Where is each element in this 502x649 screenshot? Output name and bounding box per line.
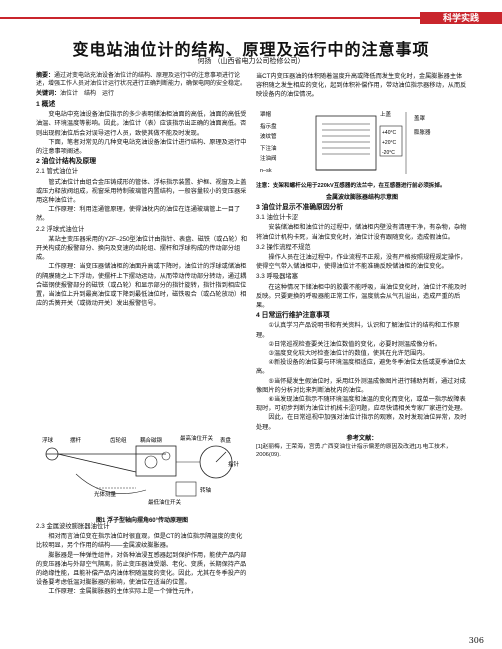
fig1-label-alarm: 最高油位开关 bbox=[180, 434, 214, 442]
fig1-label-gear: 齿轮组 bbox=[110, 436, 127, 444]
right-column-lower: 3 油位计显示不准确原因分析 3.1 油位计卡涩 安装储油柜和油位计的过程中，储… bbox=[256, 202, 468, 459]
fig2-label-t1: +40°C bbox=[382, 130, 396, 136]
fig1-label-minlevel: 最低油位开关 bbox=[148, 498, 182, 506]
fig1-label-pointer: 指针 bbox=[228, 460, 240, 468]
keywords-text: 油位计 结构 运行 bbox=[60, 90, 115, 97]
fig1-label-coupling: 耦合磁钢 bbox=[140, 436, 163, 444]
paragraph: 安装储油柜和油位计的过程中，储油柜内壁没有清理干净，有杂物，杂物将油位计机构卡死… bbox=[256, 224, 467, 241]
subsection-heading: 2.3 金属波纹膨胀器油位计 bbox=[36, 523, 110, 530]
list-item: ⑤当怀疑发生假油位时，采用红外测温成像图片进行辅助判断，通过对成像图片的分析对比… bbox=[256, 377, 466, 394]
abstract-label: 摘要： bbox=[36, 73, 55, 79]
left-column: 摘要：通过对变电站充油设备油位计的结构、原理及运行中的注意事项进行论述，增强工作… bbox=[36, 72, 248, 308]
fig2-label-bellows: 波纹管 bbox=[260, 132, 277, 140]
abstract-text: 通过对变电站充油设备油位计的结构、原理及运行中的注意事项进行论述，增强工作人员对… bbox=[36, 73, 247, 88]
fig2-label-low: 下注油 bbox=[260, 144, 277, 152]
paragraph: 工作原理：金属膨胀器的主体实际上是一个弹性元件， bbox=[48, 588, 197, 596]
list-item: ①认真学习产品说明书和有关资料，认识和了解油位计的结构和工作原理。 bbox=[256, 322, 460, 339]
figure-2-caption: 金属波纹膨胀器结构示意图 bbox=[325, 195, 398, 202]
article-title: 变电站油位计的结构、原理及运行中的注意事项 bbox=[72, 40, 430, 59]
subsection-heading: 3.3 呼吸器堵塞 bbox=[256, 273, 298, 281]
list-item: ③温度变化较大时检查油位计的数值，使其在允许范围内。 bbox=[268, 350, 429, 358]
article-authors: 何扬 （山西省电力公司检修公司） bbox=[197, 58, 305, 65]
reference-item: [1]赵丽梅，王荣海，宫勇.广西变油位计指示偏差的原因及改进[J].电工技术，2… bbox=[256, 444, 452, 459]
paragraph: 管式油位计由组合金压铸成形的管体、浮标指示装置、护框、视窗及上盖或压力释放阀组成… bbox=[36, 178, 247, 205]
paragraph: 当CT内变压器油的体积随着温度升高或降低而发生变化时，金属膨胀器主体容积随之发生… bbox=[256, 73, 467, 99]
figure-1-caption: 图1 浮子型轴向摆角60°传动原理图 bbox=[95, 518, 189, 524]
figure-2: 罩帽 上盖 盖罩 指示盘 波纹管 膨胀器 下注油 注油阀 n–sk +40°C … bbox=[256, 110, 468, 201]
figure-1: 浮球 摆杆 齿轮组 耦合磁钢 最高油位开关 表盘 指针 光体测量 最低油位开关 … bbox=[36, 432, 248, 524]
fig2-label-expander: 膨胀器 bbox=[414, 128, 431, 136]
section-tab: 科学实践 bbox=[420, 12, 502, 24]
bellows-expander-diagram: 罩帽 上盖 盖罩 指示盘 波纹管 膨胀器 下注油 注油阀 n–sk +40°C … bbox=[260, 110, 431, 174]
keywords: 关键词：油位计 结构 运行 bbox=[36, 90, 248, 99]
paragraph: 工作原理：利用连通管原理，使得油枕内的油位在连通玻璃管上一目了然。 bbox=[36, 206, 241, 223]
fig2-label-t2: +20°C bbox=[382, 140, 396, 146]
fig1-label-rod: 摆杆 bbox=[70, 436, 82, 444]
paragraph: 相对而言油位变在指示油位时很直观，但是CT的油位指示隔温度的变化比较明显，另个作… bbox=[36, 533, 243, 550]
fig1-label-optical: 光体测量 bbox=[94, 490, 117, 498]
paragraph: 变电站中充油设备油位指示的多少表明储油柜油面的高低，油面的高低受油温、环境温度等… bbox=[36, 111, 247, 137]
section-heading: 2 油位计结构及原理 bbox=[36, 158, 97, 166]
fig2-label-plate: 上盖 bbox=[380, 110, 392, 118]
fig2-label-tube: 盖罩 bbox=[414, 114, 426, 122]
page-number: 306 bbox=[468, 636, 484, 645]
list-item: ④新投设备的油位要与环境温度相适应，避免冬季油位太低或夏季油位太高。 bbox=[256, 359, 466, 376]
paragraph: 操作人员在注油过程中，作业流程不正规，没有严格按照规程规定操作，使得空气带入储油… bbox=[256, 254, 467, 271]
right-column: 当CT内变压器油的体积随着温度升高或降低而发生变化时，金属膨胀器主体容积随之发生… bbox=[256, 72, 468, 100]
header-rule bbox=[0, 17, 420, 19]
header-band: 科学实践 bbox=[0, 0, 502, 24]
left-column-lower: 2.3 金属波纹膨胀器油位计 相对而言油位变在指示油位时很直观，但是CT的油位指… bbox=[36, 521, 248, 597]
fig2-label-indicator: 指示盘 bbox=[260, 122, 277, 130]
subsection-heading: 3.1 油位计卡涩 bbox=[256, 214, 298, 222]
paragraph: 下面，笔者对常见的几种变电站充油设备油位计进行结构、原理及运行中的注意事项阐述。 bbox=[36, 138, 247, 156]
subsection-heading: 2.2 浮球式油位计 bbox=[36, 225, 85, 233]
fig2-label-cover: 罩帽 bbox=[260, 110, 272, 118]
fig1-label-dial: 表盘 bbox=[220, 436, 232, 444]
float-mechanism-diagram: 浮球 摆杆 齿轮组 耦合磁钢 最高油位开关 表盘 指针 光体测量 最低油位开关 … bbox=[42, 434, 240, 506]
figure-2-note: 注意：支架和螺杆公用于220kV互感器的法兰中，在互感器进行前必须拆掉。 bbox=[256, 183, 446, 189]
section-heading: 3 油位计显示不准确原因分析 bbox=[256, 204, 344, 211]
paragraph: 某站主变压器采用的YZF–250型油位计由指针、表盘、磁铁（或凸轮）和开关构成的… bbox=[36, 235, 248, 262]
subsection-heading: 2.1 管式油位计 bbox=[36, 168, 78, 176]
list-item: ②日常巡视检查要关注油位数值的变化，必要时测温成像分析。 bbox=[268, 340, 441, 348]
references-title: 参考文献： bbox=[346, 434, 378, 442]
paragraph: 工作原理：当变压器储油柜的油面升高或下降时，油位计的浮球或储油柜的隔膜随之上下浮… bbox=[36, 263, 247, 308]
fig2-label-cutline: 注油阀 bbox=[260, 154, 277, 162]
paragraph: 因此，在日常巡视中加强对油位计指示的观察，及时发现油位异常，及时处理。 bbox=[256, 414, 467, 431]
fig1-label-float: 浮球 bbox=[42, 436, 54, 444]
subsection-heading: 3.2 操作流程不规范 bbox=[256, 243, 311, 251]
section-heading: 1 概述 bbox=[36, 101, 56, 109]
keywords-label: 关键词： bbox=[36, 90, 61, 97]
list-item: ⑥当发现油位指示不随环境温度和油温的变化而变化，或单一指示故障表现时，可初步判断… bbox=[256, 396, 467, 413]
fig2-label-bottom: n–sk bbox=[260, 168, 272, 174]
fig2-label-t3: -20°C bbox=[382, 150, 395, 156]
paragraph: 膨胀器是一种弹性组件，对各种油浸互感器起到保护作用，能使产品内部的变压器油与外部… bbox=[36, 551, 247, 587]
abstract: 摘要：通过对变电站充油设备油位计的结构、原理及运行中的注意事项进行论述，增强工作… bbox=[36, 72, 248, 89]
section-heading: 4 日常运行维护注意事项 bbox=[256, 312, 330, 320]
fig1-label-shaft: 转轴 bbox=[200, 486, 212, 494]
paragraph: 在这种情况下储油柜中的胶囊不能呼吸，当油位变化时，油位计不能及时反映。只要更换的… bbox=[256, 283, 467, 310]
